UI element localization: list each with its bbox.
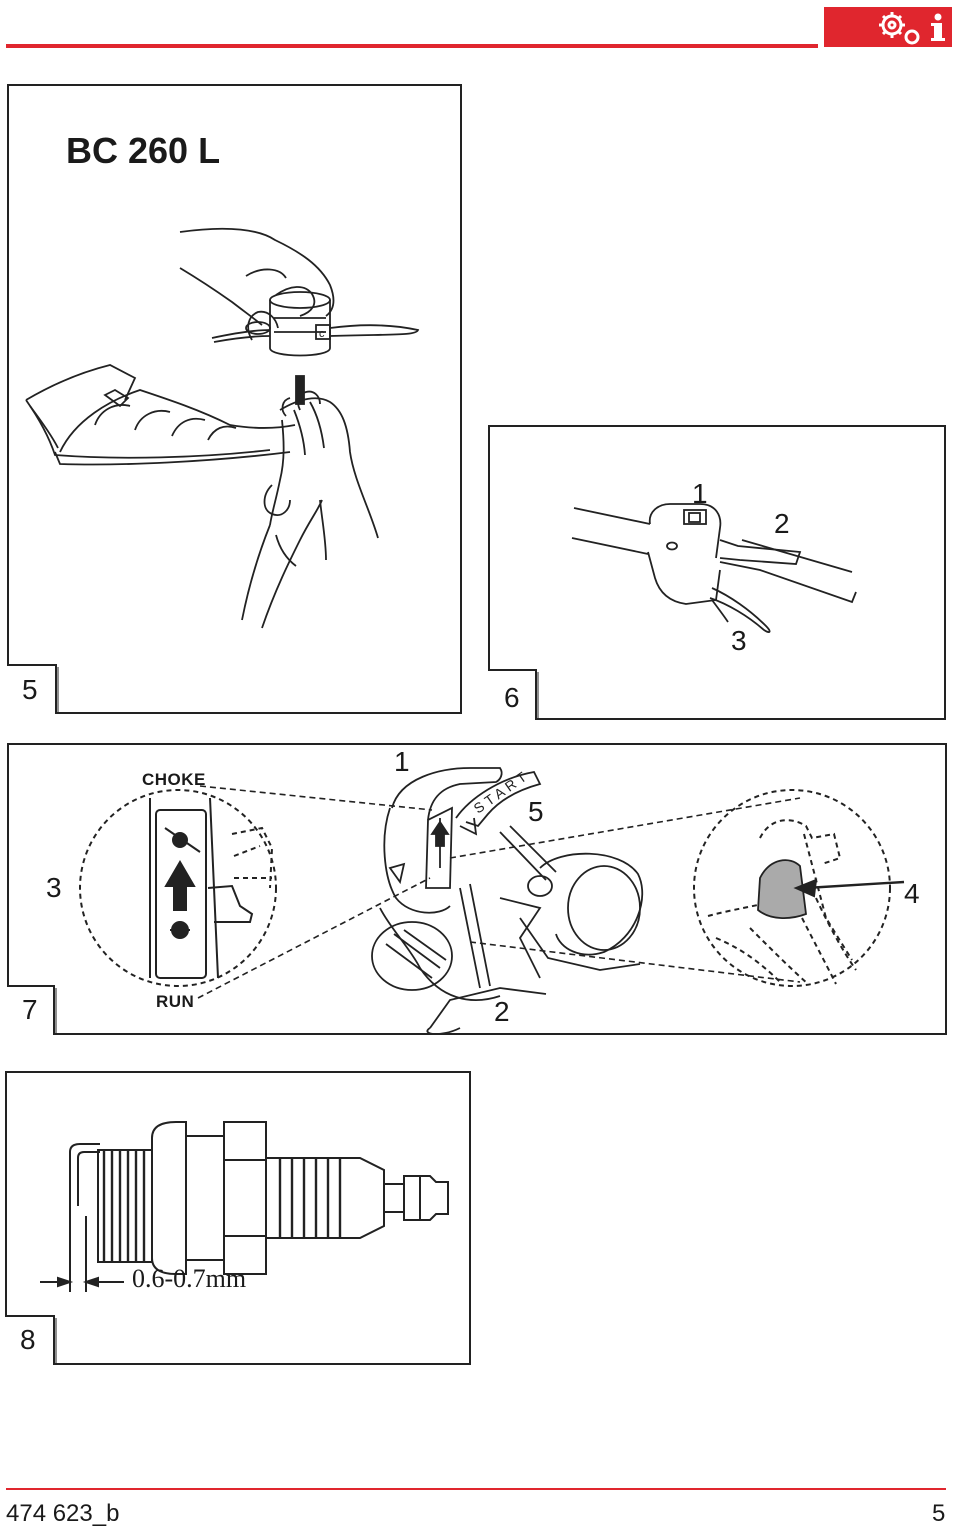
gear-icon — [879, 12, 920, 45]
throttle-handle-illustration — [571, 503, 857, 633]
header-rule — [6, 44, 818, 48]
figure-6-callout-2: 2 — [774, 508, 790, 539]
run-label: RUN — [156, 992, 195, 1011]
figure-7: START CHOKE RUN 1 2 3 4 5 7 — [0, 738, 950, 1040]
figure-7-callout-3: 3 — [46, 872, 62, 903]
document-code: 474 623_b — [6, 1500, 120, 1527]
footer-rule — [6, 1488, 946, 1490]
header-badge — [824, 7, 952, 47]
figure-8: 0.6-0.7mm 8 — [0, 1066, 480, 1372]
figure-5-number: 5 — [22, 674, 38, 705]
choke-label: CHOKE — [142, 770, 206, 789]
figure-7-callout-5: 5 — [528, 796, 544, 827]
figure-7-callout-4: 4 — [904, 878, 920, 909]
info-icon — [931, 13, 945, 41]
figure-8-number: 8 — [20, 1324, 36, 1355]
figure-6-callout-1: 1 — [692, 478, 708, 509]
figure-7-number: 7 — [22, 994, 38, 1025]
figure-5: c — [0, 80, 470, 720]
leader-lines — [197, 785, 801, 999]
gap-measurement-label: 0.6-0.7mm — [132, 1264, 247, 1293]
figure-6: 1 2 3 6 — [480, 420, 950, 725]
figure-7-callout-2: 2 — [494, 996, 510, 1027]
figure-6-number: 6 — [504, 682, 520, 713]
svg-text:c: c — [319, 328, 325, 340]
figure-6-callout-3: 3 — [731, 625, 747, 656]
page-number: 5 — [932, 1500, 946, 1527]
figure-5-title: BC 260 L — [66, 130, 221, 171]
carburetor-illustration — [371, 767, 644, 1035]
spark-plug-illustration — [40, 1121, 449, 1292]
choke-lever-detail — [79, 789, 277, 987]
trimmer-head-illustration: c — [25, 227, 420, 629]
figure-7-callout-1: 1 — [394, 746, 410, 777]
primer-detail — [693, 789, 905, 987]
